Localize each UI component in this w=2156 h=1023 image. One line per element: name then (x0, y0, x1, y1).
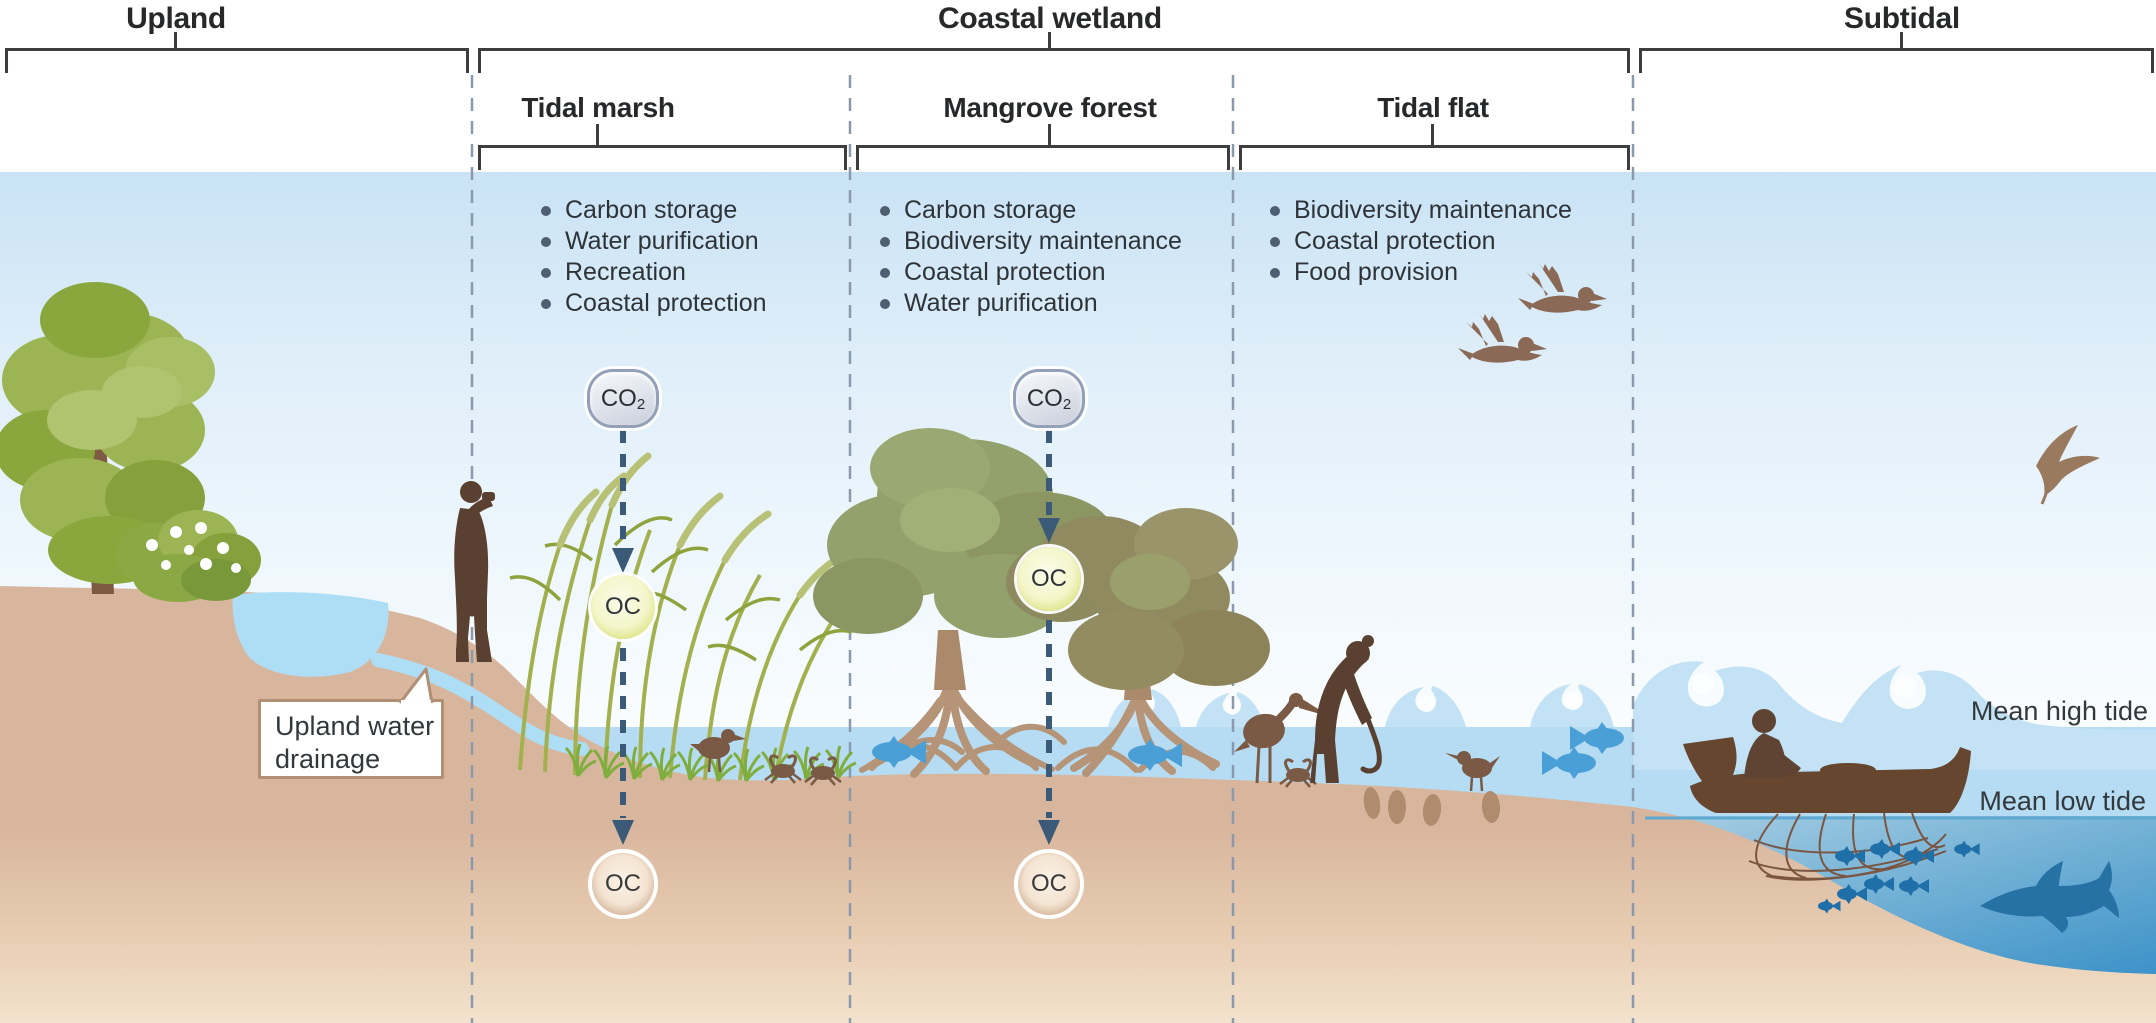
zone-title-coastal-wetland: Coastal wetland (938, 2, 1162, 35)
service-item: Carbon storage (880, 195, 1182, 226)
service-item: Coastal protection (541, 288, 767, 319)
oc-biomass-mangrove: OC (1017, 547, 1081, 611)
service-item: Water purification (880, 288, 1182, 319)
wading-stork (1234, 693, 1331, 784)
marsh-bird (690, 729, 746, 773)
oc-sediment-marsh: OC (592, 853, 654, 915)
co2-subscript: 2 (1062, 396, 1072, 413)
co2-label: CO (600, 384, 637, 412)
tidal-flat-services: Biodiversity maintenance Coastal protect… (1270, 195, 1572, 288)
tidal-marsh-tick (596, 124, 599, 145)
mangrove-services: Carbon storage Biodiversity maintenance … (880, 195, 1182, 319)
service-item: Coastal protection (1270, 226, 1572, 257)
subtidal-tick (1900, 32, 1903, 49)
fishing-boat (1683, 737, 1971, 813)
co2-subscript: 2 (636, 396, 646, 413)
birdwatcher (454, 481, 495, 662)
subtidal-bracket (1639, 48, 2154, 73)
flying-duck (1458, 312, 1547, 363)
shark (1980, 861, 2119, 933)
service-item: Biodiversity maintenance (1270, 195, 1572, 226)
zone-title-upland: Upland (126, 2, 226, 35)
mean-low-tide-label: Mean low tide (1979, 786, 2146, 816)
zone-title-mangrove-forest: Mangrove forest (943, 92, 1157, 123)
tidal-marsh-bracket (478, 145, 847, 170)
upland-drainage-callout: Upland water drainage (258, 699, 444, 779)
pond (232, 592, 389, 677)
mangrove-bracket (856, 145, 1230, 170)
fisher (1744, 709, 1801, 778)
callout-pointer (399, 667, 434, 705)
coastal-wetland-tick (1048, 32, 1051, 49)
clams (1363, 787, 1501, 826)
oc-sediment-mangrove: OC (1018, 853, 1080, 915)
mean-high-tide-label: Mean high tide (1970, 696, 2148, 726)
service-item: Food provision (1270, 257, 1572, 288)
coastal-wetland-bracket (478, 48, 1630, 73)
flowering-bush (116, 510, 261, 602)
zone-title-tidal-marsh: Tidal marsh (521, 92, 675, 123)
carbon-flux-arrows (612, 430, 1060, 845)
service-item: Biodiversity maintenance (880, 226, 1182, 257)
mangrove-tick (1048, 124, 1051, 145)
outboard-motor (1683, 737, 1743, 807)
zone-title-subtidal: Subtidal (1844, 2, 1960, 35)
callout-line: Upland water (275, 711, 435, 741)
oc-biomass-marsh: OC (591, 575, 655, 639)
service-item: Carbon storage (541, 195, 767, 226)
upland-bracket (5, 48, 469, 73)
terrain (0, 586, 2156, 1023)
zone-title-tidal-flat: Tidal flat (1377, 92, 1489, 123)
marsh-reeds (509, 452, 853, 781)
seabird (2036, 425, 2100, 505)
service-item: Recreation (541, 257, 767, 288)
zone-separators (470, 75, 1635, 1023)
service-item: Coastal protection (880, 257, 1182, 288)
service-item: Water purification (541, 226, 767, 257)
upland-tick (174, 32, 177, 49)
co2-label: CO (1026, 384, 1063, 412)
callout-line: drainage (275, 744, 381, 774)
tidal-flat-bracket (1239, 145, 1630, 170)
clam-digger (1310, 635, 1382, 783)
tidal-marsh-services: Carbon storage Water purification Recrea… (541, 195, 767, 319)
shorebird (1445, 751, 1500, 792)
deciduous-tree (0, 282, 215, 594)
tidal-flat-tick (1431, 124, 1434, 145)
